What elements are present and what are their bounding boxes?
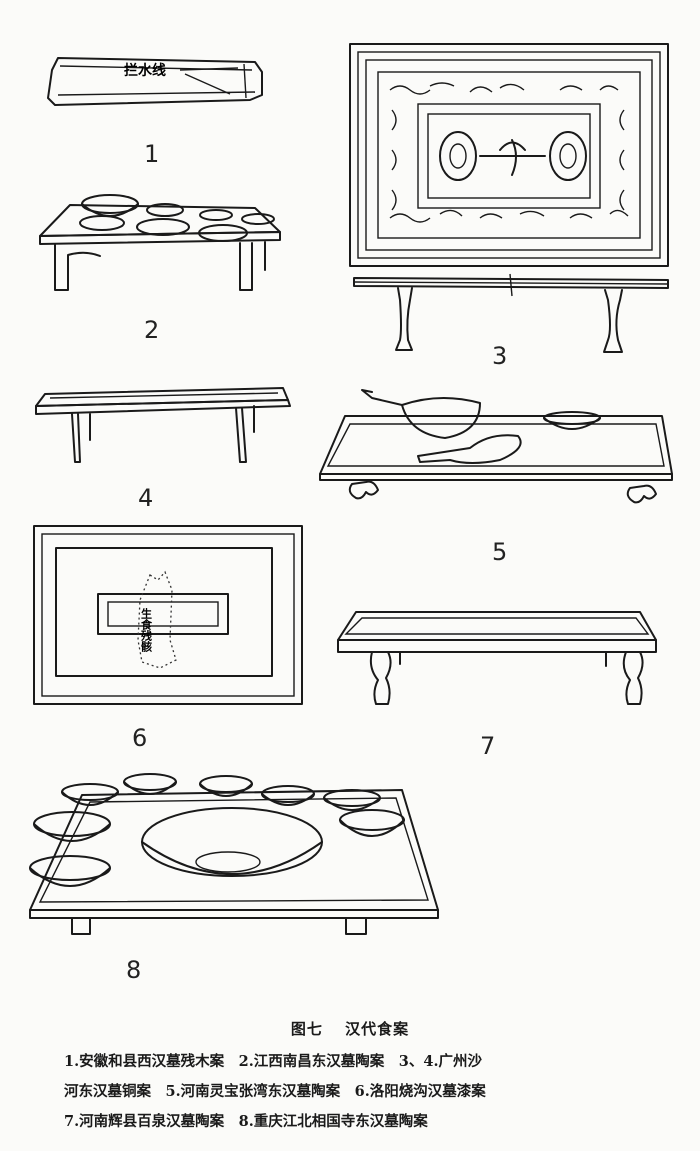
item-number-5: 5 xyxy=(492,538,508,566)
item-number-3: 3 xyxy=(492,342,508,370)
caption-title: 图七 汉代食案 xyxy=(290,1020,410,1038)
tray-1-label: 拦水线 xyxy=(124,62,166,79)
tray-6-label: 生食残骸 xyxy=(140,607,153,653)
item-number-7: 7 xyxy=(480,732,496,760)
tray-7-drawing xyxy=(337,611,657,705)
tray-4-drawing xyxy=(35,387,291,463)
tray-2-drawing xyxy=(39,194,281,291)
tray-3-drawing xyxy=(349,43,669,353)
tray-1-drawing xyxy=(47,57,263,106)
tray-6-drawing xyxy=(33,525,303,705)
tray-5-drawing xyxy=(319,389,673,504)
item-number-2: 2 xyxy=(144,316,160,344)
caption-line-3: 7.河南辉县百泉汉墓陶案 8.重庆江北相国寺东汉墓陶案 xyxy=(64,1113,428,1130)
tray-8-drawing xyxy=(29,773,439,935)
item-number-4: 4 xyxy=(138,484,154,512)
figure-illustrations: 拦水线 xyxy=(29,43,673,984)
figure-drawing: 拦水线 xyxy=(29,43,673,935)
item-number-1: 1 xyxy=(144,140,160,168)
caption-line-1: 1.安徽和县西汉墓残木案 2.江西南昌东汉墓陶案 3、4.广州沙 xyxy=(64,1053,482,1070)
item-number-8: 8 xyxy=(126,956,142,984)
caption-line-2: 河东汉墓铜案 5.河南灵宝张湾东汉墓陶案 6.洛阳烧沟汉墓漆案 xyxy=(64,1083,486,1100)
item-number-6: 6 xyxy=(132,724,148,752)
